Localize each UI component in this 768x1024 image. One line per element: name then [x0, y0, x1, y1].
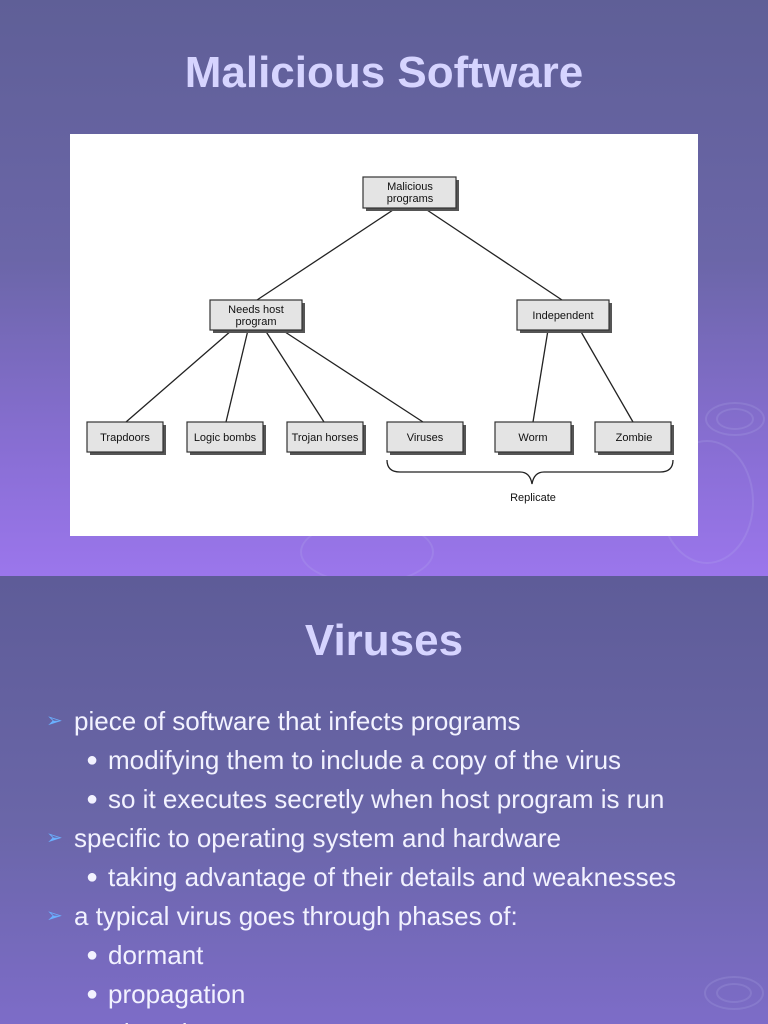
- edge-needs-host-viruses: [281, 329, 424, 423]
- node-label: Trapdoors: [100, 432, 150, 444]
- node-label: program: [236, 316, 277, 328]
- bullet-item: ➢ a typical virus goes through phases of…: [46, 897, 756, 936]
- edge-independent-worm: [532, 329, 549, 423]
- sub-bullet-item: ● dormant: [46, 936, 756, 975]
- ripple-decoration: [716, 983, 752, 1003]
- slide-title: Malicious Software: [184, 48, 584, 97]
- bullet-item: ➢ specific to operating system and hardw…: [46, 819, 756, 858]
- sub-bullet-text: triggering: [108, 1018, 216, 1024]
- bullet-list: ➢ piece of software that infects program…: [46, 702, 756, 1024]
- sub-bullet-item: ● so it executes secretly when host prog…: [46, 780, 756, 819]
- slide-title: Viruses: [304, 616, 464, 665]
- bullet-text: specific to operating system and hardwar…: [74, 823, 562, 853]
- edge-needs-host-trojan-horses: [264, 329, 325, 423]
- node-label: Zombie: [616, 432, 653, 444]
- slide-malicious-software: Malicious Software Malicious programs: [0, 0, 768, 576]
- dot-bullet-icon: ●: [86, 749, 99, 771]
- sub-bullet-text: propagation: [108, 979, 246, 1009]
- node-needs-host-program: Needs host program: [209, 299, 305, 333]
- slide-viruses: Viruses ➢ piece of software that infects…: [0, 576, 768, 1024]
- sub-bullet-text: taking advantage of their details and we…: [108, 862, 677, 892]
- node-label: Trojan horses: [292, 432, 359, 444]
- node-label: Malicious: [387, 181, 433, 193]
- node-label: Logic bombs: [194, 432, 257, 444]
- taxonomy-tree: Malicious programs Needs host program In…: [86, 176, 674, 504]
- ripple-decoration: [704, 976, 764, 1010]
- node-logic-bombs: Logic bombs: [186, 421, 266, 455]
- node-zombie: Zombie: [594, 421, 674, 455]
- dot-bullet-icon: ●: [86, 944, 99, 966]
- edge-needs-host-logic-bombs: [225, 329, 249, 423]
- bullet-item: ➢ piece of software that infects program…: [46, 702, 756, 741]
- edge-root-needs-host: [256, 209, 394, 301]
- edge-root-independent: [426, 209, 563, 301]
- sub-bullet-item: ● triggering: [46, 1014, 756, 1024]
- sub-bullet-text: so it executes secretly when host progra…: [108, 784, 665, 814]
- node-label: Needs host: [228, 304, 284, 316]
- sub-bullet-item: ● modifying them to include a copy of th…: [46, 741, 756, 780]
- bullet-text: piece of software that infects programs: [74, 706, 521, 736]
- ripple-decoration: [716, 408, 754, 430]
- node-independent: Independent: [516, 299, 612, 333]
- node-label: Viruses: [407, 432, 444, 444]
- malware-taxonomy-diagram: Malicious programs Needs host program In…: [70, 134, 698, 536]
- dot-bullet-icon: ●: [86, 788, 99, 810]
- sub-bullet-item: ● taking advantage of their details and …: [46, 858, 756, 897]
- node-label: Independent: [532, 310, 593, 322]
- node-trapdoors: Trapdoors: [86, 421, 166, 455]
- node-label: programs: [387, 193, 434, 205]
- arrow-bullet-icon: ➢: [46, 710, 63, 732]
- node-viruses: Viruses: [386, 421, 466, 455]
- dot-bullet-icon: ●: [86, 1014, 98, 1024]
- ripple-decoration: [705, 402, 765, 436]
- dot-bullet-icon: ●: [86, 983, 99, 1005]
- replicate-brace: [386, 459, 674, 485]
- sub-bullet-item: ● propagation: [46, 975, 756, 1014]
- sub-bullet-text: modifying them to include a copy of the …: [108, 745, 622, 775]
- dot-bullet-icon: ●: [86, 866, 99, 888]
- node-label: Worm: [518, 432, 547, 444]
- arrow-bullet-icon: ➢: [46, 827, 63, 849]
- node-malicious-programs: Malicious programs: [362, 176, 459, 211]
- replicate-label: Replicate: [510, 492, 556, 504]
- sub-bullet-text: dormant: [108, 940, 204, 970]
- node-trojan-horses: Trojan horses: [286, 421, 366, 455]
- node-worm: Worm: [494, 421, 574, 455]
- arrow-bullet-icon: ➢: [46, 905, 63, 927]
- edge-needs-host-trapdoors: [125, 329, 233, 423]
- bullet-text: a typical virus goes through phases of:: [74, 901, 518, 931]
- edge-independent-zombie: [579, 329, 634, 423]
